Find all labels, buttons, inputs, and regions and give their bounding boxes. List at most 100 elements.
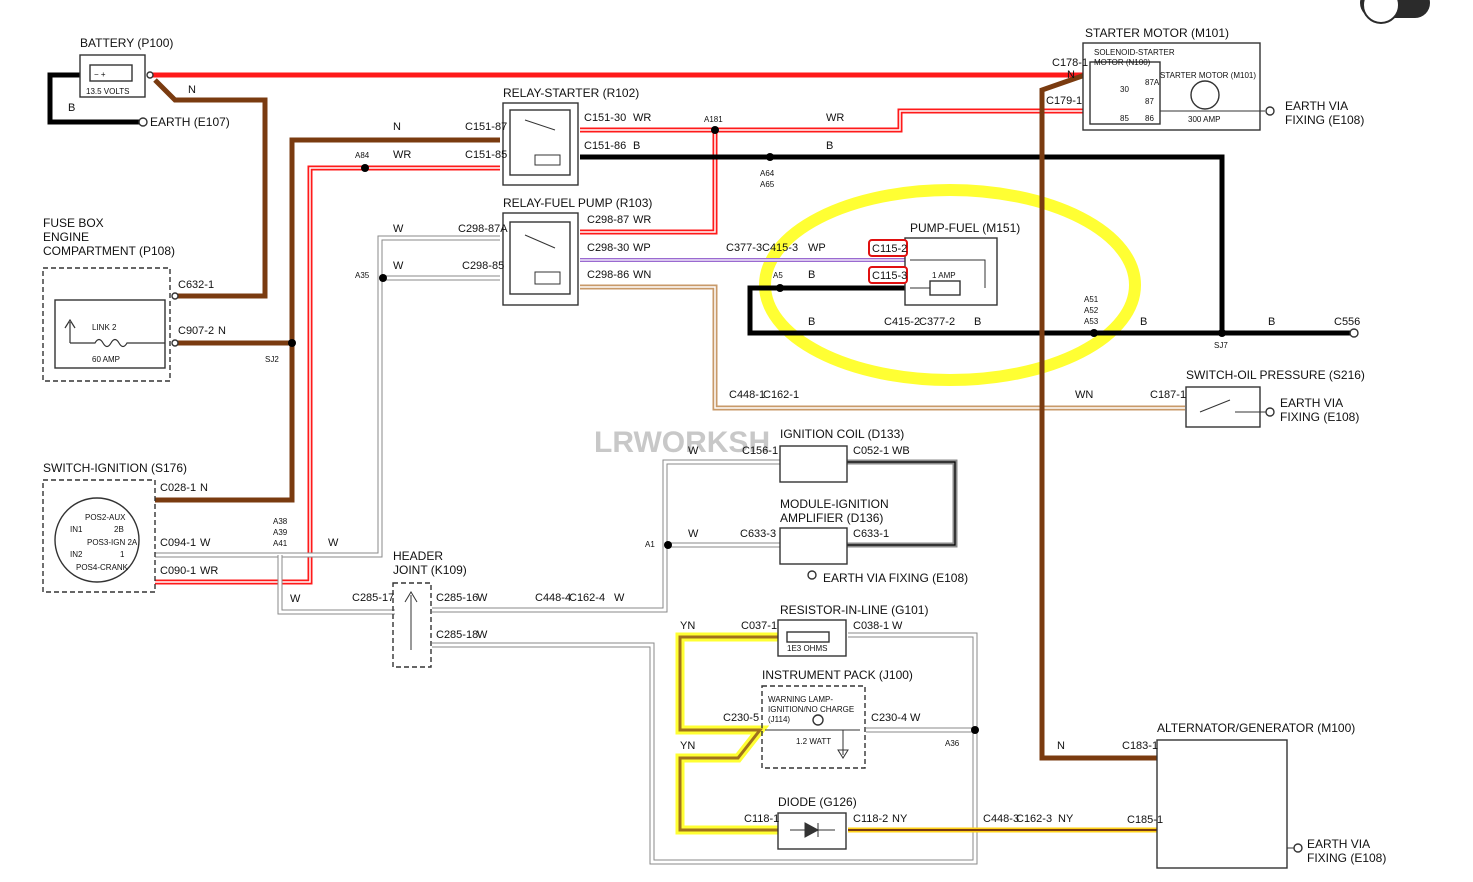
svg-text:A39: A39 (273, 528, 288, 537)
svg-text:C377-2: C377-2 (919, 316, 955, 328)
svg-text:1.2 WATT: 1.2 WATT (796, 737, 831, 746)
svg-text:A1: A1 (645, 540, 655, 549)
battery-title: BATTERY (P100) (80, 36, 173, 50)
svg-text:87: 87 (1145, 97, 1154, 106)
svg-text:C183-1: C183-1 (1122, 740, 1158, 752)
svg-text:MODULE-IGNITION: MODULE-IGNITION (780, 497, 889, 511)
earth-e107-label: EARTH (E107) (150, 115, 230, 129)
svg-text:A84: A84 (355, 151, 370, 160)
ignition-switch-dial[interactable] (54, 497, 140, 583)
ignition-coil-box (779, 445, 848, 483)
svg-text:N: N (200, 482, 208, 494)
svg-text:RESISTOR-IN-LINE (G101): RESISTOR-IN-LINE (G101) (780, 603, 928, 617)
connector-c151-87: C151-87 (465, 121, 507, 133)
svg-text:W: W (328, 537, 339, 549)
pump-fuel-title: PUMP-FUEL (M151) (910, 221, 1020, 235)
svg-text:B: B (974, 316, 981, 328)
svg-text:C285-17: C285-17 (352, 592, 394, 604)
svg-text:W: W (688, 445, 699, 457)
svg-text:C179-1: C179-1 (1046, 95, 1082, 107)
svg-text:C415-3: C415-3 (762, 242, 798, 254)
fuse-box-title-3: COMPARTMENT (P108) (43, 244, 175, 258)
svg-text:FIXING (E108): FIXING (E108) (1280, 410, 1359, 424)
svg-text:NY: NY (1058, 813, 1074, 825)
svg-text:B: B (826, 140, 833, 152)
relay-starter-title: RELAY-STARTER (R102) (503, 86, 639, 100)
svg-text:WR: WR (393, 149, 411, 161)
wire-relay-ignition-brown (155, 137, 500, 503)
svg-text:FIXING (E108): FIXING (E108) (1307, 851, 1386, 865)
svg-text:1: 1 (120, 550, 125, 559)
svg-text:W: W (910, 712, 921, 724)
svg-text:C037-1: C037-1 (741, 620, 777, 632)
svg-text:C162-4: C162-4 (569, 592, 605, 604)
svg-text:300 AMP: 300 AMP (1188, 115, 1220, 124)
svg-text:WN: WN (1075, 389, 1093, 401)
wire-code-n: N (218, 325, 226, 337)
svg-text:A64: A64 (760, 169, 775, 178)
connector-c090-1: C090-1 (160, 565, 196, 577)
oil-switch-box (1185, 386, 1261, 428)
svg-text:C038-1: C038-1 (853, 620, 889, 632)
diode-icon (790, 822, 835, 838)
svg-text:C162-1: C162-1 (763, 389, 799, 401)
svg-text:EARTH VIA: EARTH VIA (1280, 396, 1343, 410)
svg-text:MOTOR (N100): MOTOR (N100) (1094, 58, 1151, 67)
svg-text:87A: 87A (1145, 78, 1160, 87)
svg-text:W: W (477, 592, 488, 604)
fuse-icon (70, 338, 165, 348)
svg-text:ALTERNATOR/GENERATOR (M100): ALTERNATOR/GENERATOR (M100) (1157, 721, 1355, 735)
connector-c298-85: C298-85 (462, 260, 504, 272)
svg-text:EARTH VIA FIXING (E108): EARTH VIA FIXING (E108) (823, 571, 968, 585)
svg-text:C118-1: C118-1 (744, 813, 779, 825)
svg-text:W: W (477, 629, 488, 641)
svg-text:WR: WR (826, 112, 844, 124)
svg-text:A52: A52 (1084, 306, 1099, 315)
connector-c151-30: C151-30 (584, 112, 626, 124)
relay-icon (524, 119, 561, 166)
svg-text:C230-4: C230-4 (871, 712, 907, 724)
svg-text:C118-2: C118-2 (853, 813, 888, 825)
oil-switch-title: SWITCH-OIL PRESSURE (S216) (1186, 368, 1365, 382)
svg-text:YN: YN (680, 740, 695, 752)
svg-text:FIXING (E108): FIXING (E108) (1285, 113, 1364, 127)
connector-c298-86: C298-86 (587, 269, 629, 281)
link2-label: LINK 2 (92, 323, 117, 332)
svg-text:B: B (1140, 316, 1147, 328)
connector-c556: C556 (1334, 316, 1360, 328)
svg-text:EARTH VIA: EARTH VIA (1285, 99, 1348, 113)
module-ignition-box (779, 527, 848, 565)
svg-text:C156-1: C156-1 (742, 445, 778, 457)
connector-c115-3: C115-3 (872, 270, 907, 282)
svg-text:WARNING LAMP-: WARNING LAMP- (768, 695, 833, 704)
resistor-icon (786, 631, 830, 643)
svg-text:DIODE (G126): DIODE (G126) (778, 795, 857, 809)
splice-sj2-dot (288, 339, 296, 347)
svg-text:NY: NY (892, 813, 908, 825)
svg-text:C448-3: C448-3 (983, 813, 1019, 825)
svg-text:C230-5: C230-5 (723, 712, 759, 724)
svg-text:B: B (633, 140, 640, 152)
svg-text:SJ7: SJ7 (1214, 341, 1228, 350)
motor-icon (1190, 80, 1220, 110)
svg-text:B: B (1268, 316, 1275, 328)
svg-text:C285-16: C285-16 (436, 592, 478, 604)
highlight-ellipse (759, 184, 1141, 386)
svg-text:C178-1: C178-1 (1052, 57, 1088, 69)
svg-text:W: W (688, 528, 699, 540)
svg-text:W: W (393, 260, 404, 272)
svg-text:C633-1: C633-1 (853, 528, 889, 540)
svg-text:IGNITION/NO CHARGE: IGNITION/NO CHARGE (768, 705, 854, 714)
splice-a84-dot (361, 164, 369, 172)
svg-text:1E3 OHMS: 1E3 OHMS (787, 644, 827, 653)
svg-text:A41: A41 (273, 539, 288, 548)
svg-text:POS4-CRANK: POS4-CRANK (76, 563, 129, 572)
svg-text:IN2: IN2 (70, 550, 83, 559)
svg-text:30: 30 (1120, 85, 1129, 94)
connector-c632-1: C632-1 (178, 279, 214, 291)
svg-text:A53: A53 (1084, 317, 1099, 326)
svg-text:C187-1: C187-1 (1150, 389, 1186, 401)
svg-text:EARTH VIA: EARTH VIA (1307, 837, 1370, 851)
svg-text:(J114): (J114) (768, 715, 790, 724)
arrow-up-icon (404, 591, 418, 650)
